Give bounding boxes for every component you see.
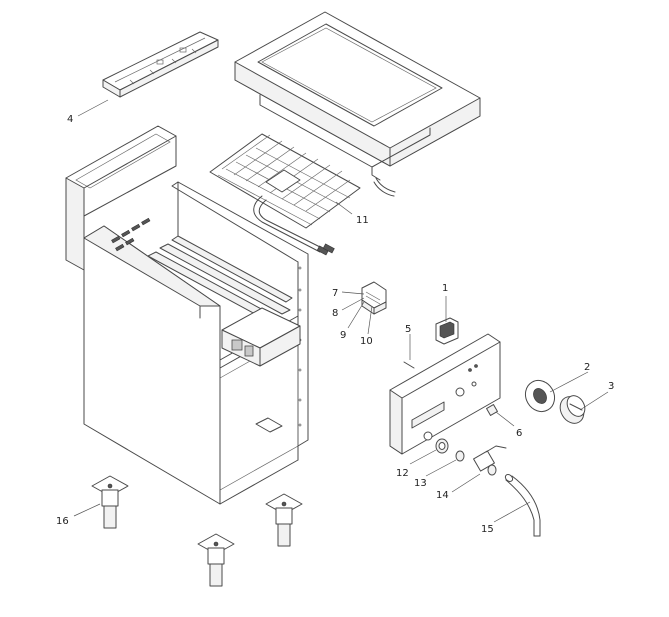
callout-13: 13 [414, 478, 427, 489]
part-13-washer [455, 450, 465, 462]
part-2-bezel [524, 379, 556, 413]
callout-9: 9 [340, 330, 346, 341]
part-16-leg-left [91, 475, 129, 529]
callout-7: 7 [332, 288, 338, 299]
tank-basin [234, 11, 481, 197]
callout-11: 11 [356, 215, 369, 226]
part-12-nut [435, 438, 449, 454]
callout-2: 2 [584, 362, 590, 373]
callout-16: 16 [56, 516, 69, 527]
callout-10: 10 [360, 336, 373, 347]
part-4-top-rail [102, 31, 219, 98]
part-5-pin [403, 361, 415, 369]
callout-1: 1 [442, 283, 448, 294]
part-11-heating-element [209, 133, 361, 256]
callout-12: 12 [396, 468, 409, 479]
part-3-knob [559, 395, 586, 424]
callout-6: 6 [516, 428, 522, 439]
leader-lines [73, 99, 609, 523]
callout-5: 5 [405, 324, 411, 335]
part-7-10-switch-block [361, 281, 387, 315]
cabinet-body [65, 125, 309, 505]
callout-3: 3 [608, 381, 614, 392]
part-16-leg-center [197, 533, 235, 587]
callout-15: 15 [481, 524, 494, 535]
part-14-drain-valve [473, 445, 507, 476]
callout-4: 4 [67, 114, 73, 125]
callout-14: 14 [436, 490, 449, 501]
part-1-switch [435, 317, 459, 345]
part-15-hose [504, 474, 541, 537]
callout-8: 8 [332, 308, 338, 319]
control-panel [389, 333, 501, 455]
part-16-leg-right [265, 493, 303, 547]
part-6-fitting [486, 404, 498, 416]
callout-labels: 4 1 2 3 5 6 7 8 9 10 11 12 13 14 15 16 [56, 114, 614, 535]
